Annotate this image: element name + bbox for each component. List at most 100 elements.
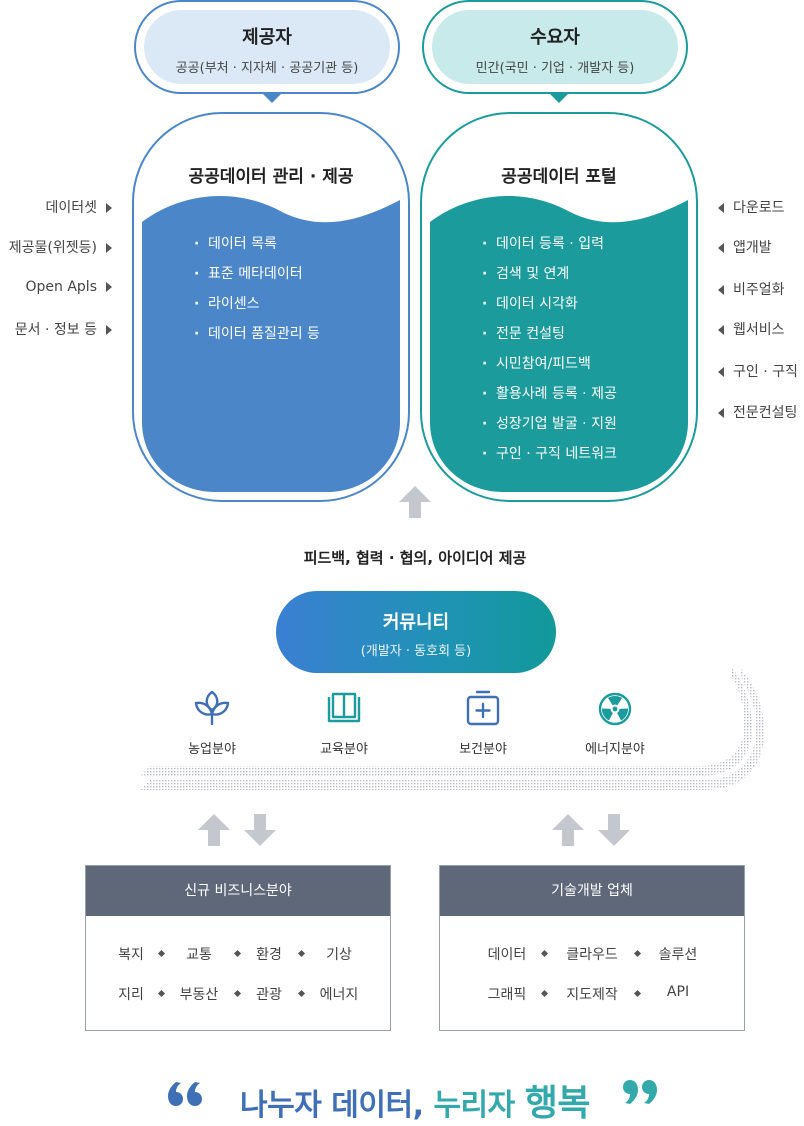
feedback-caption: 피드백, 협력 · 협의, 아이디어 제공 xyxy=(303,549,527,567)
portal-item: ·데이터 시각화 xyxy=(482,296,578,312)
diamond-bullet xyxy=(633,989,642,998)
field-education: 교육분야 xyxy=(294,688,394,757)
new-business-box: 신규 비즈니스분야 복지 교통 환경 기상 지리 부동산 관광 에너지 xyxy=(85,865,391,1031)
tech-item: 지도제작 xyxy=(566,987,618,1003)
arrow-right-icon xyxy=(106,282,112,292)
data-management-capsule: 공공데이터 관리 · 제공 ·데이터 목록 ·표준 메타데이터 ·라이센스 ·데… xyxy=(132,112,410,502)
diamond-bullet xyxy=(233,989,242,998)
tech-dev-box: 기술개발 업체 데이터 클라우드 솔루션 그래픽 지도제작 API xyxy=(439,865,745,1031)
mgmt-item: ·라이센스 xyxy=(194,296,260,312)
community-subtitle: (개발자 · 동호회 등) xyxy=(360,644,472,659)
tech-item: 그래픽 xyxy=(487,987,527,1003)
tech-item: 솔루션 xyxy=(658,947,698,963)
tech-item: API xyxy=(666,984,690,1000)
right-label: 전문컨설팅 xyxy=(718,402,797,422)
arrow-left-icon xyxy=(718,285,724,295)
data-portal-fill xyxy=(430,192,688,492)
arrow-left-icon xyxy=(718,203,724,213)
field-energy: 에너지분야 xyxy=(565,688,665,757)
arrow-left-icon xyxy=(718,408,724,418)
consumer-pointer xyxy=(549,93,569,103)
book-icon xyxy=(327,692,361,723)
right-label: 비주얼화 xyxy=(718,279,785,299)
biz-item: 복지 xyxy=(118,947,144,963)
data-management-fill xyxy=(142,192,400,492)
consumer-box: 수요자 민간(국민 · 기업 · 개발자 등) xyxy=(422,0,688,94)
portal-item: ·시민참여/피드백 xyxy=(482,356,591,372)
portal-item: ·활용사례 등록 · 제공 xyxy=(482,386,617,402)
data-management-title: 공공데이터 관리 · 제공 xyxy=(188,167,354,187)
left-label: Open Apls xyxy=(26,279,112,295)
mgmt-item: ·데이터 품질관리 등 xyxy=(194,326,320,342)
portal-item: ·검색 및 연계 xyxy=(482,266,570,282)
slogan: 나누자 데이터, 누리자 행복 xyxy=(0,1074,804,1126)
right-label: 구인 · 구직 xyxy=(718,361,798,381)
diamond-bullet xyxy=(233,949,242,958)
arrow-left-icon xyxy=(718,243,724,253)
tech-dev-title: 기술개발 업체 xyxy=(440,866,744,916)
arrow-right-icon xyxy=(106,325,112,335)
diamond-bullet xyxy=(297,949,306,958)
left-label: 데이터셋 xyxy=(45,197,112,217)
open-quote-icon xyxy=(168,1082,202,1106)
diamond-bullet xyxy=(540,989,549,998)
sprout-icon xyxy=(194,690,230,726)
portal-item: ·구인 · 구직 네트워크 xyxy=(482,446,617,462)
field-agriculture: 농업분야 xyxy=(162,688,262,757)
community-title: 커뮤니티 xyxy=(382,612,450,633)
biz-item: 기상 xyxy=(326,947,352,963)
diamond-bullet xyxy=(157,949,166,958)
portal-item: ·전문 컨설팅 xyxy=(482,326,565,342)
field-health: 보건분야 xyxy=(433,688,533,757)
data-portal-capsule: 공공데이터 포털 ·데이터 등록 · 입력 ·검색 및 연계 ·데이터 시각화 … xyxy=(420,112,698,502)
slogan-part1: 나누자 데이터, xyxy=(240,1088,424,1123)
arrow-up-down-icon xyxy=(552,814,630,846)
supplier-subtitle: 공공(부처 · 지자체 · 공공기관 등) xyxy=(175,61,359,76)
diamond-bullet xyxy=(633,949,642,958)
slogan-part2: 누리자 xyxy=(433,1088,515,1123)
community-dotted-area xyxy=(140,668,765,790)
arrow-left-icon xyxy=(718,367,724,377)
arrow-right-icon xyxy=(106,243,112,253)
left-label: 제공물(위젯등) xyxy=(9,237,112,257)
consumer-subtitle: 민간(국민 · 기업 · 개발자 등) xyxy=(475,61,635,76)
diamond-bullet xyxy=(540,949,549,958)
supplier-pointer xyxy=(262,93,282,103)
field-label: 보건분야 xyxy=(459,742,507,757)
portal-item: ·데이터 등록 · 입력 xyxy=(482,236,604,252)
supplier-title: 제공자 xyxy=(242,27,292,48)
right-label: 앱개발 xyxy=(718,237,772,257)
field-label: 교육분야 xyxy=(320,742,368,757)
diamond-bullet xyxy=(297,989,306,998)
arrow-right-icon xyxy=(106,203,112,213)
slogan-part3: 행복 xyxy=(524,1083,591,1124)
arrow-up-icon xyxy=(399,486,431,518)
mgmt-item: ·표준 메타데이터 xyxy=(194,266,303,282)
arrow-left-icon xyxy=(718,325,724,335)
right-label: 다운로드 xyxy=(718,197,785,217)
diamond-bullet xyxy=(157,989,166,998)
arrow-up-down-icon xyxy=(198,814,276,846)
mgmt-item: ·데이터 목록 xyxy=(194,236,277,252)
tech-item: 데이터 xyxy=(487,947,527,963)
biz-item: 지리 xyxy=(118,987,144,1003)
biz-item: 부동산 xyxy=(179,987,219,1003)
new-business-title: 신규 비즈니스분야 xyxy=(86,866,390,916)
left-label: 문서 · 정보 등 xyxy=(15,319,112,339)
biz-item: 환경 xyxy=(256,947,282,963)
data-portal-title: 공공데이터 포털 xyxy=(501,167,617,187)
consumer-title: 수요자 xyxy=(530,27,580,48)
biz-item: 교통 xyxy=(186,947,212,963)
radiation-icon xyxy=(598,692,632,726)
community-pill: 커뮤니티 (개발자 · 동호회 등) xyxy=(276,591,556,673)
portal-item: ·성장기업 발굴 · 지원 xyxy=(482,416,617,432)
medical-kit-icon xyxy=(466,690,500,726)
tech-item: 클라우드 xyxy=(566,947,618,963)
biz-item: 관광 xyxy=(256,987,282,1003)
right-label: 웹서비스 xyxy=(718,319,785,339)
biz-item: 에너지 xyxy=(319,987,359,1003)
supplier-box: 제공자 공공(부처 · 지자체 · 공공기관 등) xyxy=(134,0,400,94)
field-label: 에너지분야 xyxy=(585,742,645,757)
field-label: 농업분야 xyxy=(188,742,236,757)
close-quote-icon xyxy=(623,1080,657,1104)
